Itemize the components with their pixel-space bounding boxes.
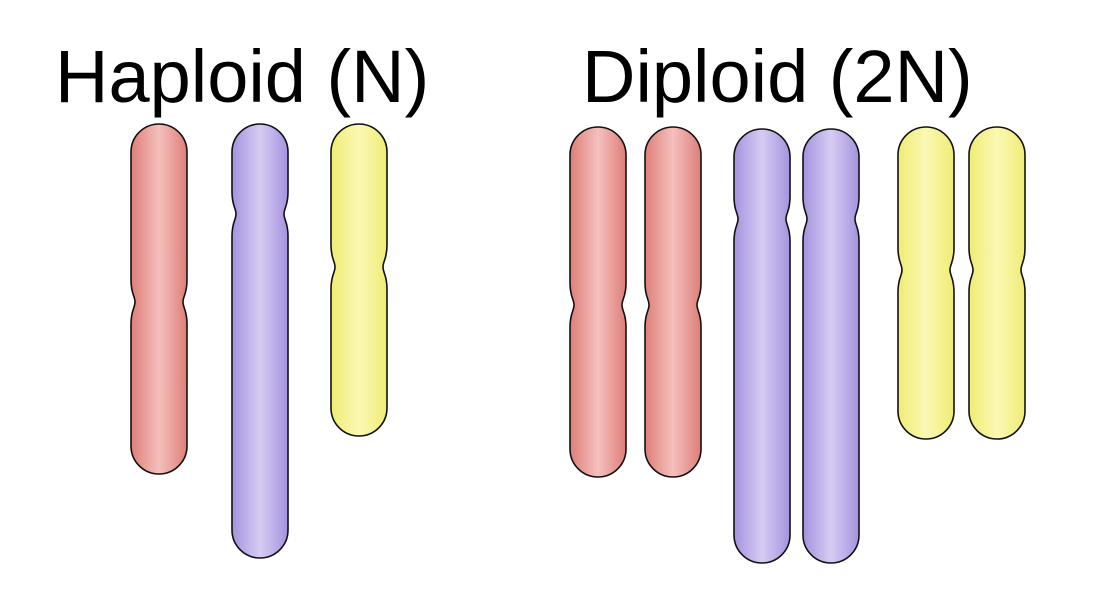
diploid-purple-chromosome-1 xyxy=(733,128,791,564)
haploid-chromosome-set xyxy=(130,123,388,559)
haploid-yellow-chromosome xyxy=(330,123,388,437)
haploid-purple-chromosome xyxy=(231,123,289,559)
diploid-yellow-chromosome-1 xyxy=(897,126,955,440)
diploid-title: Diploid (2N) xyxy=(582,35,973,118)
haploid-title: Haploid (N) xyxy=(55,35,430,118)
diploid-red-chromosome-1 xyxy=(569,126,627,478)
diploid-red-chromosome-2 xyxy=(644,126,702,478)
diploid-yellow-chromosome-2 xyxy=(968,126,1026,440)
diploid-purple-chromosome-2 xyxy=(802,128,860,564)
haploid-red-chromosome xyxy=(130,123,188,475)
diploid-chromosome-set xyxy=(569,126,1026,564)
